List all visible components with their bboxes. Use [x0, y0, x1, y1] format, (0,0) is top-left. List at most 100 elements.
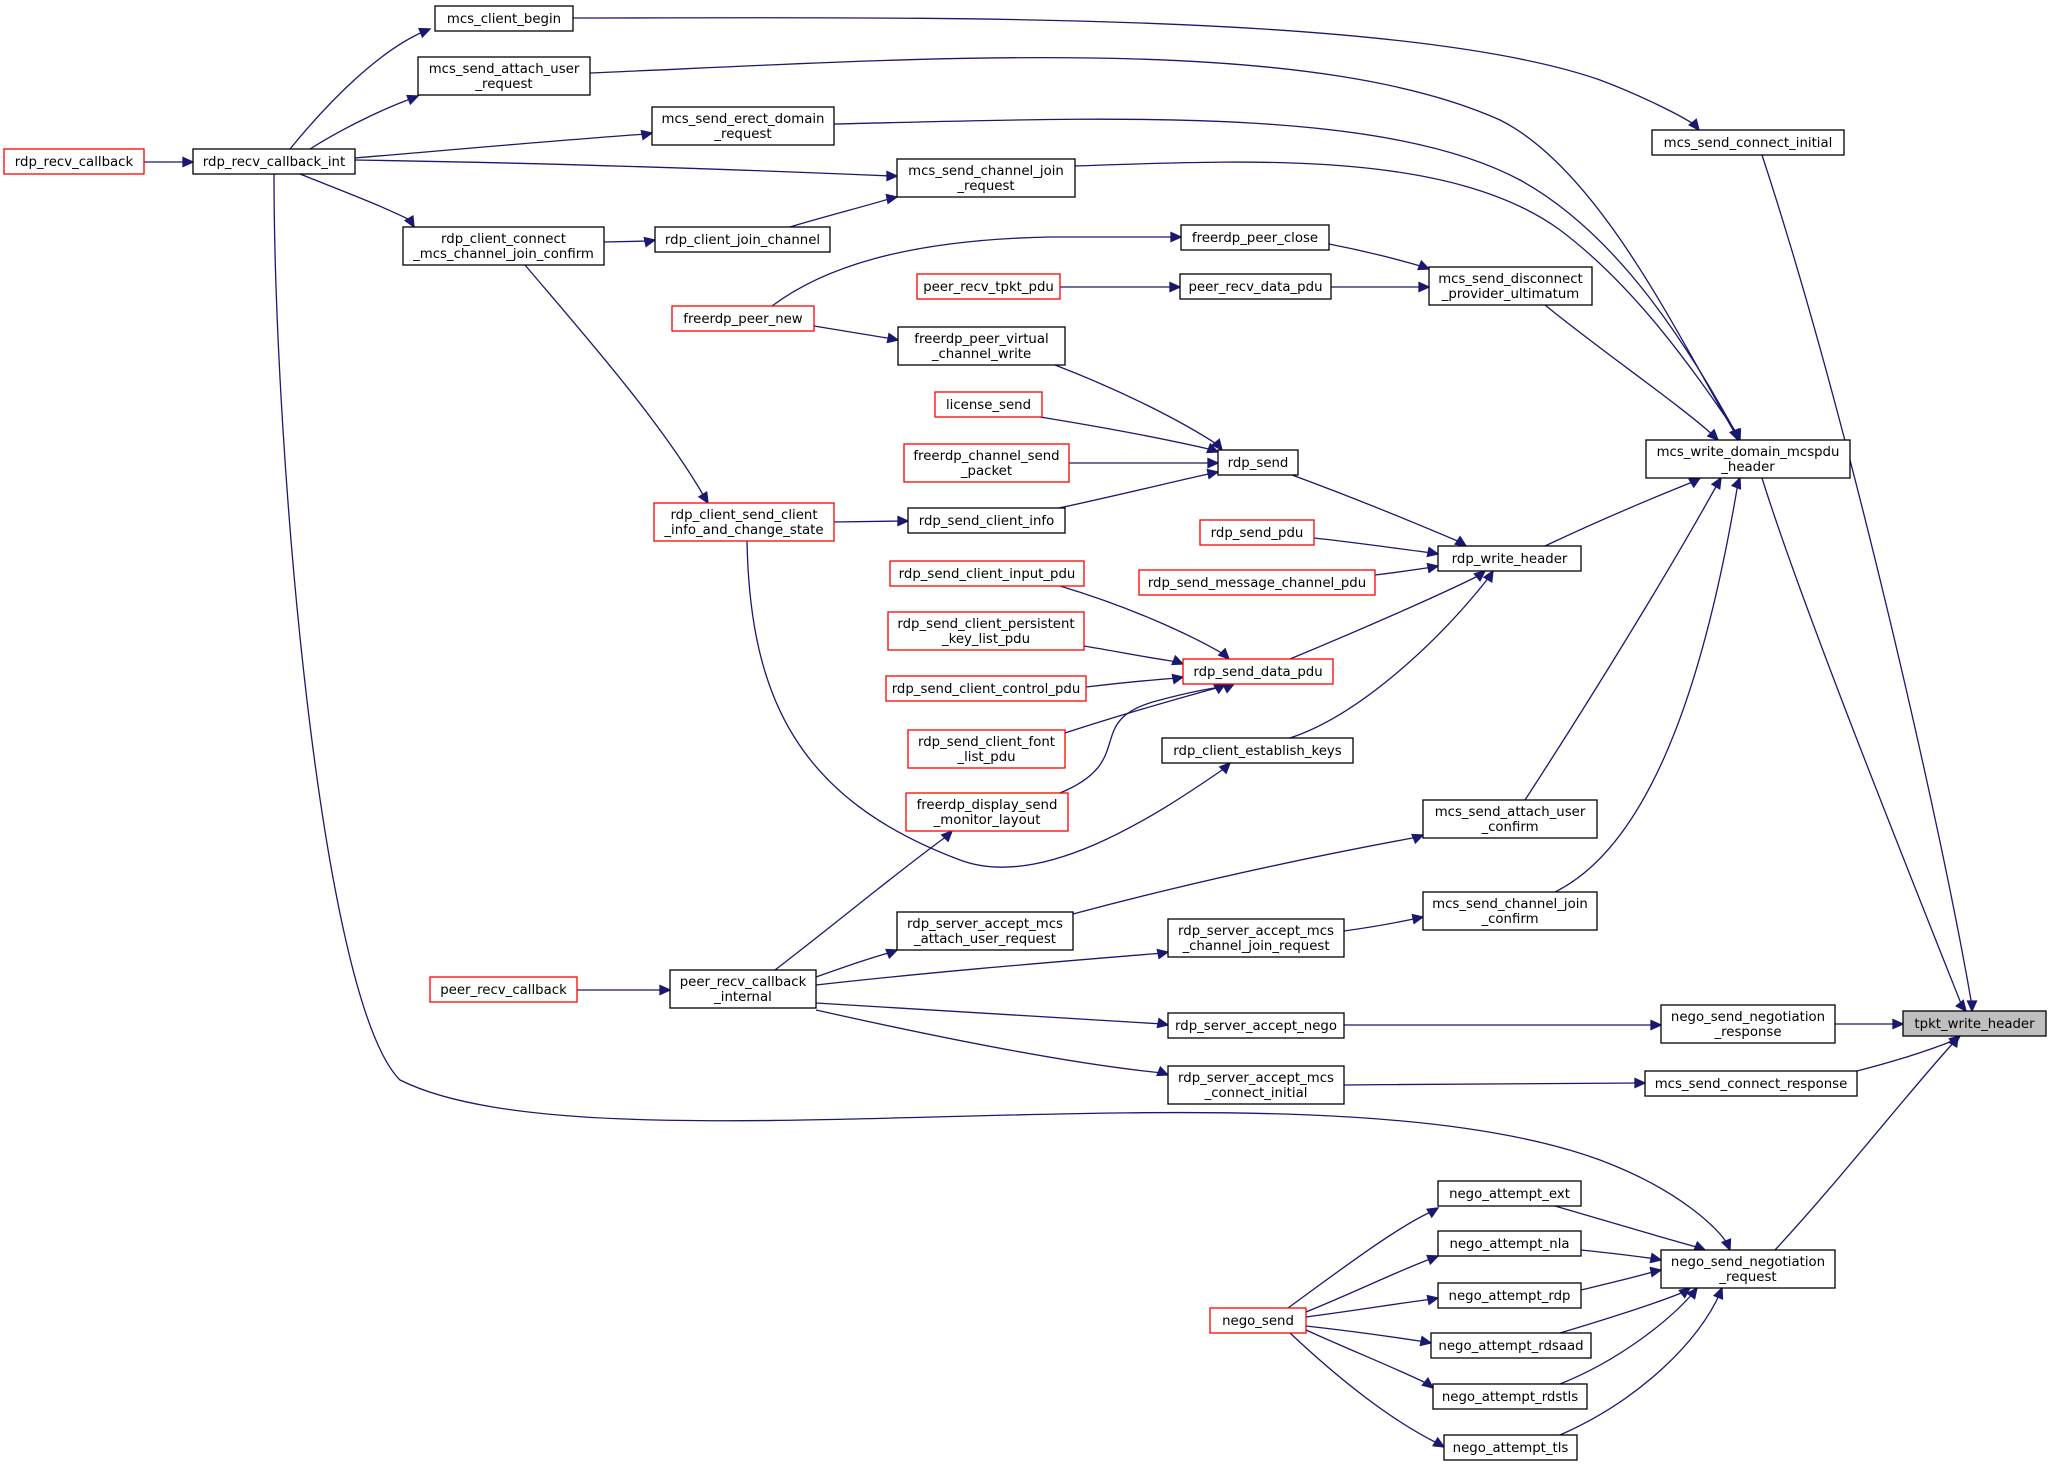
node-peer-recv-tpkt-pdu[interactable]: peer_recv_tpkt_pdu [916, 273, 1061, 300]
node-rdp-server-accept-mcs-connect-initial[interactable]: rdp_server_accept_mcs_connect_initial [1167, 1065, 1345, 1105]
node-license-send[interactable]: license_send [934, 391, 1043, 418]
edge-rdp-send-to-rdp-write-header [1291, 474, 1468, 547]
node-mcs-send-disconnect-provider-ultimatum[interactable]: mcs_send_disconnect_provider_ultimatum [1428, 266, 1593, 306]
node-freerdp-display-send-monitor-layout[interactable]: freerdp_display_send_monitor_layout [905, 792, 1069, 832]
node-label: rdp_recv_callback [15, 155, 134, 170]
node-label: rdp_send [1228, 456, 1289, 471]
node-rdp-send-client-control-pdu[interactable]: rdp_send_client_control_pdu [885, 675, 1087, 702]
node-label: _channel_write [931, 347, 1031, 362]
node-peer-recv-callback[interactable]: peer_recv_callback [429, 976, 578, 1003]
node-label: rdp_send_client_input_pdu [899, 567, 1076, 582]
node-label: _channel_join_request [1181, 939, 1329, 954]
node-freerdp-peer-new[interactable]: freerdp_peer_new [671, 305, 815, 332]
edge-rdp-client-connect-mcs-channel-join-confirm-to-rdp-client-join-channel [603, 236, 657, 248]
edge-rdp-send-client-persistent-key-list-pdu-to-rdp-send-data-pdu [1083, 645, 1185, 666]
node-rdp-send-pdu[interactable]: rdp_send_pdu [1199, 519, 1315, 546]
node-label: _mcs_channel_join_confirm [412, 247, 594, 262]
node-rdp-send-data-pdu[interactable]: rdp_send_data_pdu [1182, 658, 1334, 685]
node-rdp-send[interactable]: rdp_send [1217, 449, 1299, 476]
nodes: tpkt_write_header mcs_send_connect_initia… [3, 5, 2047, 1461]
node-label: freerdp_channel_send [913, 449, 1059, 464]
node-rdp-send-client-input-pdu[interactable]: rdp_send_client_input_pdu [889, 560, 1085, 587]
node-peer-recv-data-pdu[interactable]: peer_recv_data_pdu [1179, 273, 1332, 300]
node-mcs-send-erect-domain-request[interactable]: mcs_send_erect_domain_request [651, 106, 835, 146]
node-label: _confirm [1480, 820, 1538, 835]
edge-freerdp-peer-virtual-channel-write-to-rdp-send [1054, 364, 1223, 452]
node-rdp-client-establish-keys[interactable]: rdp_client_establish_keys [1161, 737, 1354, 764]
node-rdp-client-join-channel[interactable]: rdp_client_join_channel [654, 226, 831, 253]
node-nego-attempt-rdsaad[interactable]: nego_attempt_rdsaad [1430, 1332, 1592, 1359]
edge-rdp-client-connect-mcs-channel-join-confirm-to-rdp-client-send-client-info-and-change-state [524, 264, 709, 505]
node-freerdp-peer-virtual-channel-write[interactable]: freerdp_peer_virtual_channel_write [897, 326, 1066, 366]
node-rdp-client-send-client-info-and-change-state[interactable]: rdp_client_send_client_info_and_change_s… [653, 502, 835, 542]
edge-rdp-client-join-channel-to-mcs-send-channel-join-request [789, 193, 899, 228]
node-label: peer_recv_callback [440, 983, 567, 998]
node-mcs-send-channel-join-request[interactable]: mcs_send_channel_join_request [896, 158, 1076, 198]
node-nego-send-negotiation-request[interactable]: nego_send_negotiation_request [1660, 1249, 1836, 1289]
node-mcs-send-connect-response[interactable]: mcs_send_connect_response [1644, 1070, 1858, 1097]
node-label: nego_send_negotiation [1671, 1255, 1825, 1270]
edge-freerdp-peer-new-to-freerdp-peer-close [771, 231, 1183, 307]
node-label: nego_attempt_tls [1453, 1441, 1569, 1456]
node-rdp-send-client-font-list-pdu[interactable]: rdp_send_client_font_list_pdu [907, 729, 1066, 769]
node-tpkt-write-header[interactable]: tpkt_write_header [1902, 1010, 2047, 1037]
node-freerdp-channel-send-packet[interactable]: freerdp_channel_send_packet [903, 443, 1070, 483]
edge-mcs-send-channel-join-request-to-mcs-write-domain-mcspdu-header [1074, 161, 1742, 442]
edge-rdp-recv-callback-int-to-nego-send-negotiation-request [273, 173, 1732, 1252]
edge-nego-send-negotiation-response-to-tpkt-write-header [1835, 1018, 1905, 1030]
node-mcs-client-begin[interactable]: mcs_client_begin [434, 5, 574, 32]
node-label: freerdp_peer_virtual [914, 332, 1048, 347]
node-label: mcs_send_channel_join [908, 164, 1064, 179]
node-mcs-write-domain-mcspdu-header[interactable]: mcs_write_domain_mcspdu_header [1645, 439, 1851, 479]
edge-nego-attempt-tls-to-nego-send-negotiation-request [1559, 1286, 1724, 1436]
edge-rdp-recv-callback-to-rdp-recv-callback-int [144, 156, 195, 168]
edge-rdp-recv-callback-int-to-mcs-client-begin [289, 27, 432, 150]
edge-rdp-send-message-channel-pdu-to-rdp-write-header [1374, 562, 1440, 576]
node-mcs-send-attach-user-request[interactable]: mcs_send_attach_user_request [417, 56, 591, 96]
edge-rdp-send-data-pdu-to-rdp-write-header [1289, 570, 1487, 660]
edge-rdp-recv-callback-int-to-mcs-send-attach-user-request [309, 94, 420, 150]
node-mcs-send-connect-initial[interactable]: mcs_send_connect_initial [1651, 129, 1845, 156]
edge-freerdp-peer-close-to-mcs-send-disconnect-provider-ultimatum [1328, 243, 1431, 271]
node-nego-attempt-nla[interactable]: nego_attempt_nla [1437, 1230, 1582, 1257]
node-peer-recv-callback-internal[interactable]: peer_recv_callback_internal [669, 969, 817, 1009]
node-label: _request [474, 77, 532, 92]
node-label: rdp_send_client_info [919, 514, 1055, 529]
node-label: _packet [960, 464, 1012, 479]
node-nego-attempt-rdstls[interactable]: nego_attempt_rdstls [1432, 1383, 1588, 1410]
edge-rdp-send-client-control-pdu-to-rdp-send-data-pdu [1085, 673, 1185, 688]
node-label: _connect_initial [1204, 1086, 1308, 1101]
node-nego-send-negotiation-response[interactable]: nego_send_negotiation_response [1660, 1004, 1836, 1044]
node-rdp-server-accept-mcs-attach-user-request[interactable]: rdp_server_accept_mcs_attach_user_reques… [896, 911, 1074, 951]
node-mcs-send-attach-user-confirm[interactable]: mcs_send_attach_user_confirm [1422, 799, 1598, 839]
node-rdp-send-message-channel-pdu[interactable]: rdp_send_message_channel_pdu [1138, 569, 1376, 596]
edge-peer-recv-callback-internal-to-rdp-server-accept-mcs-connect-initial [815, 1009, 1170, 1077]
node-freerdp-peer-close[interactable]: freerdp_peer_close [1180, 224, 1330, 251]
node-rdp-server-accept-nego[interactable]: rdp_server_accept_nego [1167, 1012, 1345, 1039]
node-rdp-recv-callback-int[interactable]: rdp_recv_callback_int [192, 148, 356, 175]
node-nego-attempt-ext[interactable]: nego_attempt_ext [1437, 1180, 1582, 1207]
edge-rdp-recv-callback-int-to-mcs-send-erect-domain-request [354, 129, 654, 159]
edge-freerdp-channel-send-packet-to-rdp-send [1069, 457, 1220, 469]
node-nego-attempt-tls[interactable]: nego_attempt_tls [1443, 1434, 1578, 1461]
node-mcs-send-channel-join-confirm[interactable]: mcs_send_channel_join_confirm [1422, 891, 1598, 931]
node-label: rdp_send_pdu [1211, 526, 1304, 541]
node-rdp-recv-callback[interactable]: rdp_recv_callback [3, 148, 145, 175]
node-label: rdp_write_header [1452, 552, 1568, 567]
node-rdp-send-client-info[interactable]: rdp_send_client_info [907, 507, 1066, 534]
edge-rdp-recv-callback-int-to-mcs-send-channel-join-request [354, 159, 899, 182]
node-rdp-send-client-persistent-key-list-pdu[interactable]: rdp_send_client_persistent_key_list_pdu [887, 611, 1085, 651]
node-nego-send[interactable]: nego_send [1209, 1307, 1307, 1334]
edge-rdp-send-client-font-list-pdu-to-rdp-send-data-pdu [1064, 683, 1227, 734]
node-rdp-server-accept-mcs-channel-join-request[interactable]: rdp_server_accept_mcs_channel_join_reque… [1167, 918, 1345, 958]
node-label: _header [1720, 460, 1775, 475]
node-label: rdp_client_establish_keys [1173, 744, 1342, 759]
node-rdp-write-header[interactable]: rdp_write_header [1437, 545, 1582, 572]
node-label: _attach_user_request [913, 932, 1056, 947]
node-label: rdp_server_accept_mcs [1178, 924, 1334, 939]
edge-nego-send-to-nego-attempt-nla [1305, 1254, 1440, 1313]
node-nego-attempt-rdp[interactable]: nego_attempt_rdp [1437, 1282, 1582, 1309]
node-rdp-client-connect-mcs-channel-join-confirm[interactable]: rdp_client_connect_mcs_channel_join_conf… [402, 226, 605, 266]
edge-nego-send-to-nego-attempt-rdstls [1305, 1329, 1435, 1389]
